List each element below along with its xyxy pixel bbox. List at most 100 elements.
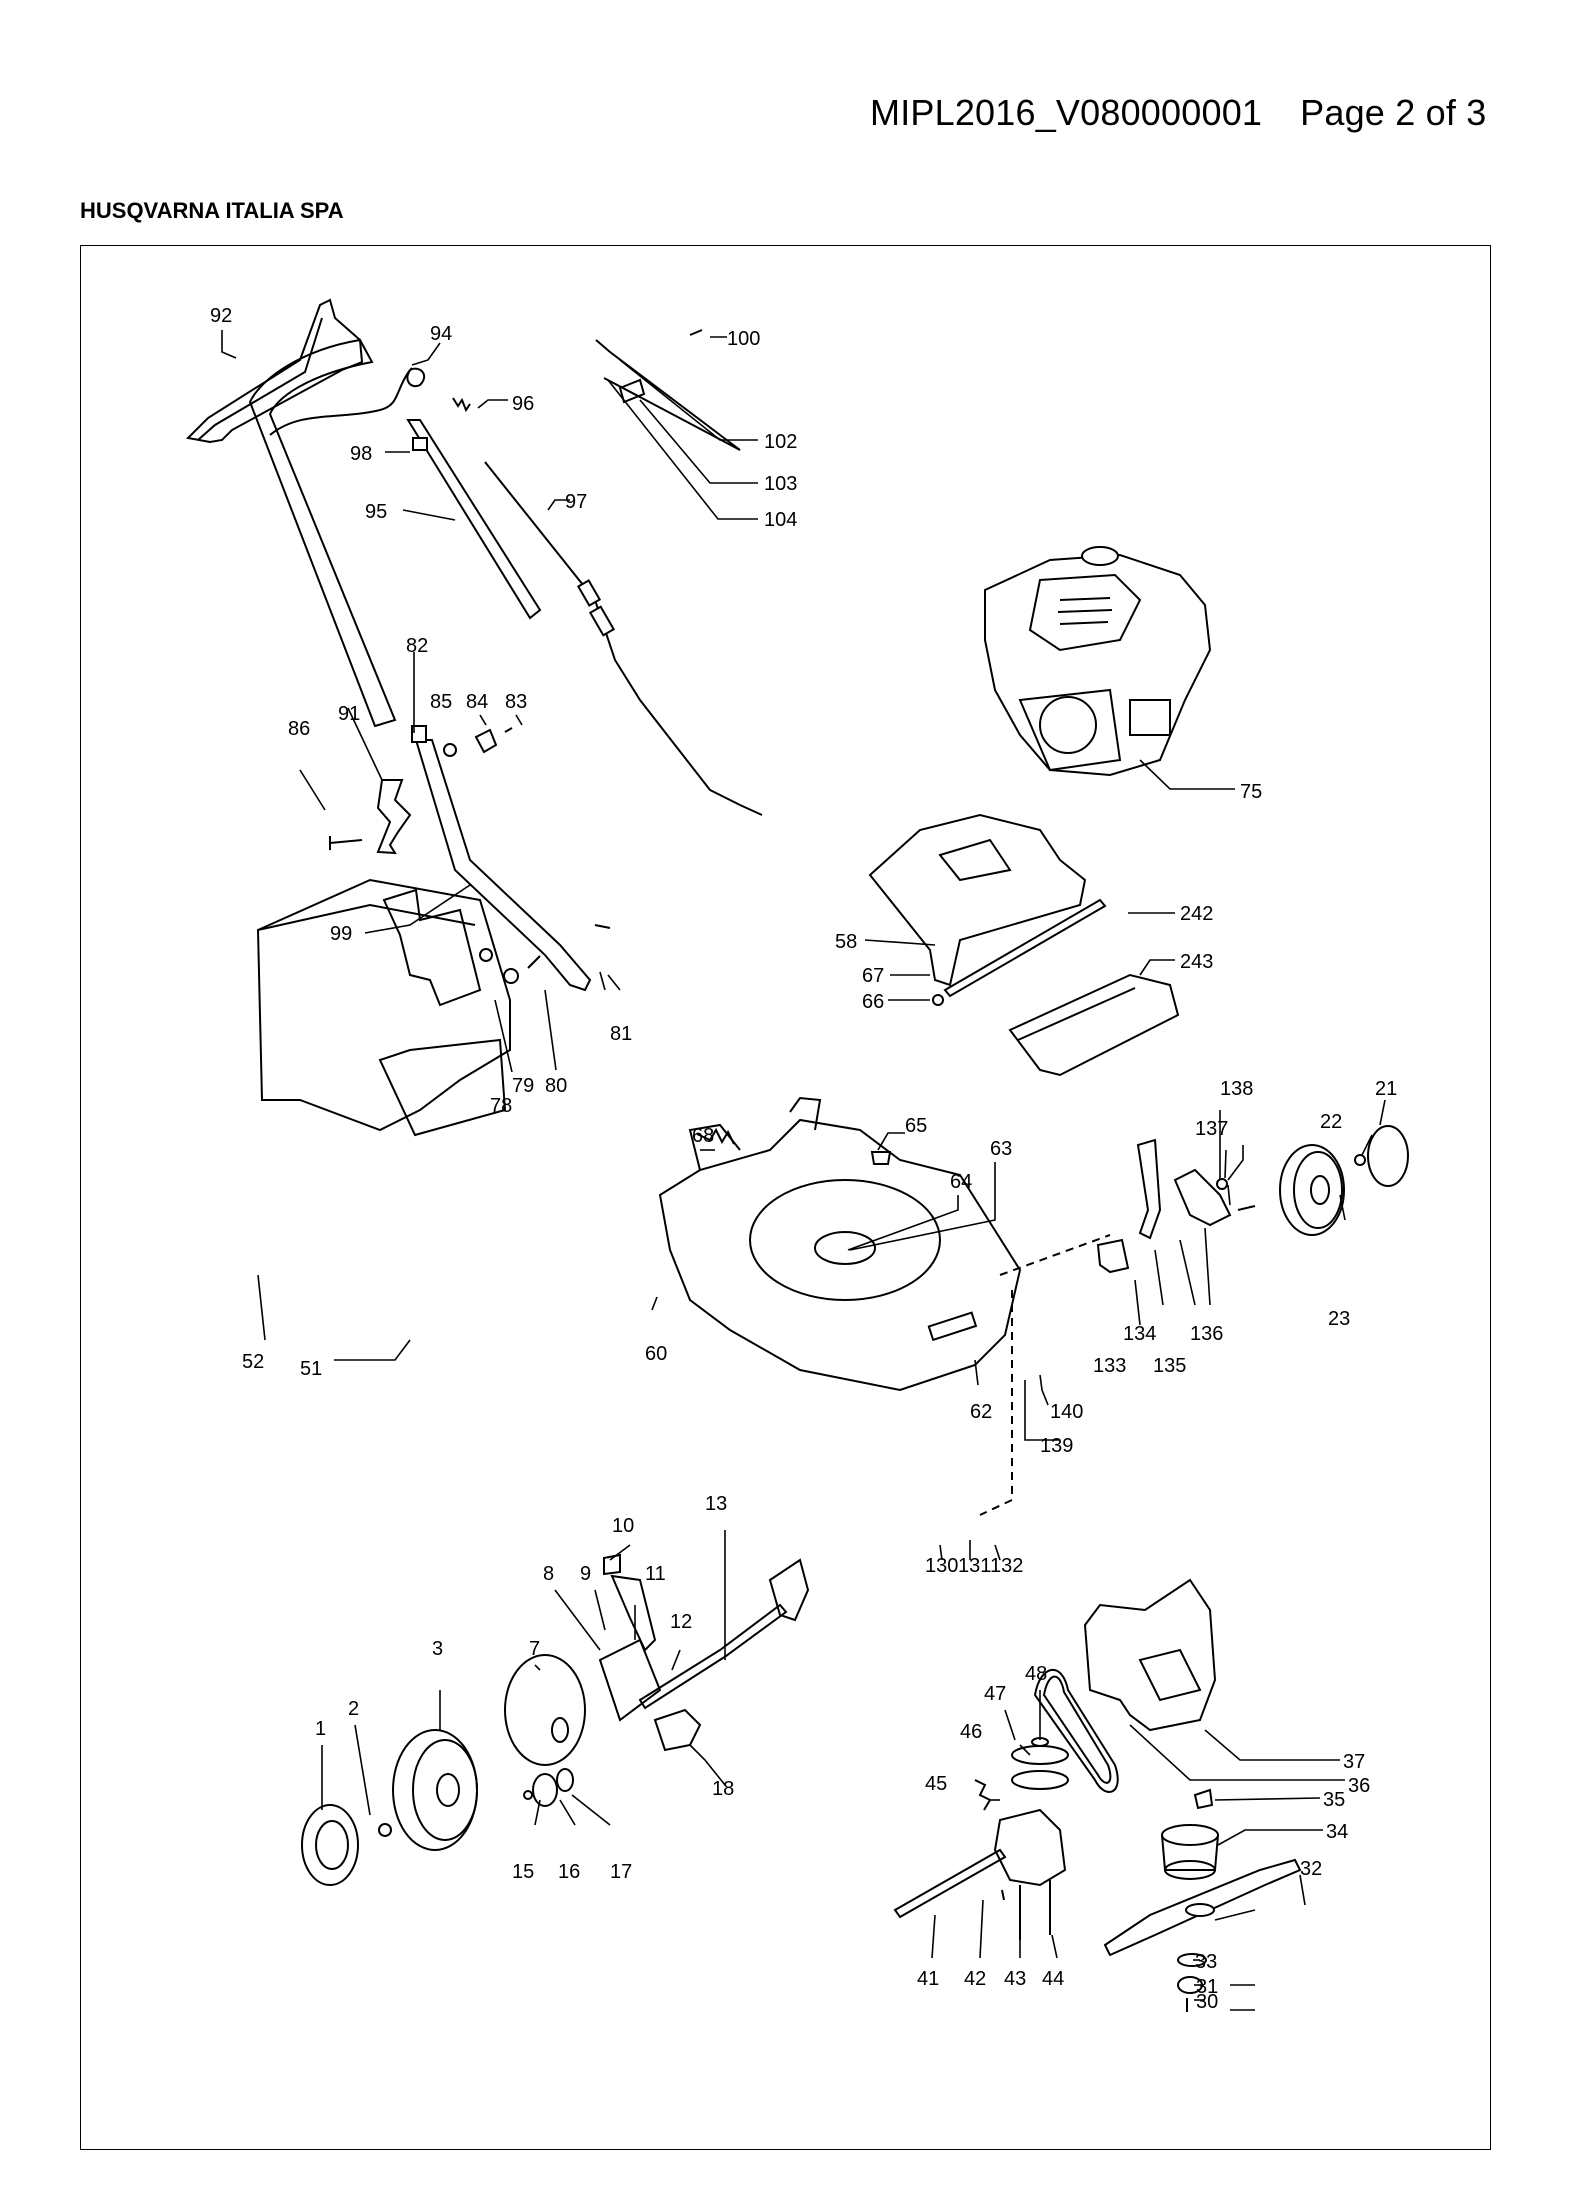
rod-67-part — [932, 898, 1107, 1006]
callout-138: 138 — [1220, 1078, 1253, 1100]
callout-33: 33 — [1195, 1951, 1217, 1973]
callout-78: 78 — [490, 1095, 512, 1117]
callout-134: 134 — [1123, 1323, 1156, 1345]
callout-62: 62 — [970, 1401, 992, 1423]
callout-47: 47 — [984, 1683, 1006, 1705]
callout-45: 45 — [925, 1773, 947, 1795]
page-indicator: Page 2 of 3 — [1300, 92, 1487, 133]
callout-98: 98 — [350, 443, 372, 465]
rear-flap-243-part — [1008, 973, 1180, 1077]
hubcap-1-part — [301, 1804, 392, 1886]
axle-13-part — [638, 1558, 810, 1710]
blade-adapter-34-part — [1161, 1788, 1219, 1880]
callout-100: 100 — [727, 328, 760, 350]
callout-43: 43 — [1004, 1968, 1026, 1990]
belt-48-part — [1033, 1669, 1119, 1793]
callout-36: 36 — [1348, 1775, 1370, 1797]
rear-wheel-23-part — [1279, 1144, 1345, 1236]
callout-135: 135 — [1153, 1355, 1186, 1377]
height-adjust-lever-133-136-part — [1096, 1138, 1256, 1274]
callout-132: 132 — [990, 1555, 1023, 1577]
callout-68: 68 — [692, 1125, 714, 1147]
callout-8: 8 — [543, 1563, 554, 1585]
callout-92: 92 — [210, 305, 232, 327]
callout-97: 97 — [565, 491, 587, 513]
pivot-bar-99-part — [411, 725, 592, 992]
pinion-15-17-part — [523, 1768, 574, 1807]
callout-21: 21 — [1375, 1078, 1397, 1100]
callout-46: 46 — [960, 1721, 982, 1743]
callout-84: 84 — [466, 691, 488, 713]
callout-64: 64 — [950, 1171, 972, 1193]
callout-96: 96 — [512, 393, 534, 415]
spring-96-part — [452, 397, 471, 413]
blade-32-part — [1103, 1858, 1302, 1957]
bag-frame-51-part — [382, 888, 482, 1007]
leader-lines — [221, 330, 1386, 2011]
callout-91: 91 — [338, 703, 360, 725]
callout-137: 137 — [1195, 1118, 1228, 1140]
engine-75-part — [984, 546, 1212, 777]
callout-48: 48 — [1025, 1663, 1047, 1685]
callout-133: 133 — [1093, 1355, 1126, 1377]
callout-63: 63 — [990, 1138, 1012, 1160]
callout-140: 140 — [1050, 1401, 1083, 1423]
callout-243: 243 — [1180, 951, 1213, 973]
hubcap-21-part — [1354, 1125, 1409, 1187]
grass-deflector-58-part — [868, 813, 1087, 987]
callout-15: 15 — [512, 1861, 534, 1883]
callout-75: 75 — [1240, 781, 1262, 803]
callout-102: 102 — [764, 431, 797, 453]
callout-52: 52 — [242, 1351, 264, 1373]
callout-131: 131 — [958, 1555, 991, 1577]
callout-30: 30 — [1196, 1991, 1218, 2013]
callout-1: 1 — [315, 1718, 326, 1740]
cable-94-part — [269, 367, 426, 436]
document-header: MIPL2016_V080000001 Page 2 of 3 — [870, 92, 1487, 134]
callout-139: 139 — [1040, 1435, 1073, 1457]
callout-67: 67 — [862, 965, 884, 987]
handle-tube-95-part — [406, 419, 542, 620]
callout-16: 16 — [558, 1861, 580, 1883]
belt-cover-37-part — [1083, 1578, 1217, 1732]
spring-68-part — [696, 1127, 735, 1145]
callout-37: 37 — [1343, 1751, 1365, 1773]
dashed-assembly-lines — [979, 1234, 1111, 1516]
callout-80: 80 — [545, 1075, 567, 1097]
callout-17: 17 — [610, 1861, 632, 1883]
callout-95: 95 — [365, 501, 387, 523]
callout-81: 81 — [610, 1023, 632, 1045]
gear-disc-7-part — [504, 1654, 586, 1766]
callout-86: 86 — [288, 718, 310, 740]
callout-130: 130 — [925, 1555, 958, 1577]
callout-94: 94 — [430, 323, 452, 345]
callout-136: 136 — [1190, 1323, 1223, 1345]
callout-12: 12 — [670, 1611, 692, 1633]
callout-103: 103 — [764, 473, 797, 495]
callout-42: 42 — [964, 1968, 986, 1990]
knob-65-part — [870, 1151, 892, 1165]
callout-44: 44 — [1042, 1968, 1064, 1990]
callout-60: 60 — [645, 1343, 667, 1365]
callout-242: 242 — [1180, 903, 1213, 925]
callout-23: 23 — [1328, 1308, 1350, 1330]
callout-58: 58 — [835, 931, 857, 953]
callout-10: 10 — [612, 1515, 634, 1537]
callout-66: 66 — [862, 991, 884, 1013]
part-callouts: 92 94 95 96 97 98 100 102 103 104 75 82 … — [210, 305, 1397, 2013]
bolt-86-part — [329, 836, 363, 850]
callout-65: 65 — [905, 1115, 927, 1137]
callout-35: 35 — [1323, 1789, 1345, 1811]
callout-11: 11 — [645, 1563, 666, 1585]
document-id: MIPL2016_V080000001 — [870, 92, 1263, 133]
bracket-18-part — [653, 1708, 702, 1752]
lower-handle-bar-part — [248, 338, 397, 728]
callout-79: 79 — [512, 1075, 534, 1097]
callout-9: 9 — [580, 1563, 591, 1585]
callout-51: 51 — [300, 1358, 322, 1380]
callout-85: 85 — [430, 691, 452, 713]
callout-104: 104 — [764, 509, 797, 531]
callout-83: 83 — [505, 691, 527, 713]
callout-3: 3 — [432, 1638, 443, 1660]
